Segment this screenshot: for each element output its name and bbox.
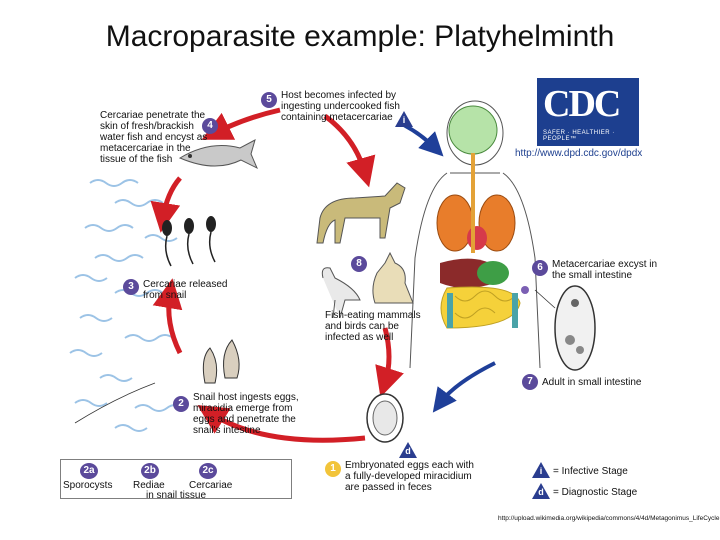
cdc-logo-text: CDC xyxy=(543,83,621,125)
stage-2b-label: Rediae xyxy=(133,480,165,491)
pointer-lines xyxy=(74,289,556,424)
legend-infective-letter: i xyxy=(539,466,543,476)
diagnostic-marker-icon: d xyxy=(399,442,417,458)
slide-title: Macroparasite example: Platyhelminth xyxy=(105,20,615,53)
step-3-text: Cercariae released from snail xyxy=(143,279,228,301)
life-cycle-diagram: CDC SAFER · HEALTHIER · PEOPLE™ http://w… xyxy=(55,78,675,508)
step-1-badge: 1 xyxy=(325,461,341,477)
step-8-badge: 8 xyxy=(351,256,367,272)
step-2-text: Snail host ingests eggs, miracidia emerg… xyxy=(193,392,299,436)
stage-2b-badge: 2b xyxy=(141,463,159,479)
cdc-url[interactable]: http://www.dpd.cdc.gov/dpdx xyxy=(515,148,643,159)
cdc-logo: CDC SAFER · HEALTHIER · PEOPLE™ xyxy=(537,78,639,146)
legend-infective-icon: i xyxy=(532,462,550,478)
infective-marker-letter: i xyxy=(402,115,406,125)
embryonated-egg-icon xyxy=(366,393,404,443)
snail-tissue-note: in snail tissue xyxy=(146,490,207,501)
legend-diagnostic-icon: d xyxy=(532,483,550,499)
infective-marker-icon: i xyxy=(395,111,413,127)
step-8-text: Fish-eating mammals and birds can be inf… xyxy=(325,310,421,343)
legend-infective-label: = Infective Stage xyxy=(553,466,628,477)
bird-icon xyxy=(321,267,361,319)
step-2-badge: 2 xyxy=(173,396,189,412)
stage-2c-label: Cercariae xyxy=(189,480,233,491)
stage-2a-badge: 2a xyxy=(80,463,98,479)
step-4-badge: 4 xyxy=(202,118,218,134)
step-7-badge: 7 xyxy=(522,374,538,390)
step-1-text: Embryonated eggs each with a fully-devel… xyxy=(345,460,474,493)
step-5-text: Host becomes infected by ingesting under… xyxy=(281,90,400,123)
legend-diagnostic-letter: d xyxy=(538,487,544,497)
water-waves xyxy=(69,179,184,432)
fish-icon xyxy=(178,139,258,170)
adult-worm-icon xyxy=(554,285,596,371)
cdc-tagline: SAFER · HEALTHIER · PEOPLE™ xyxy=(543,130,615,142)
life-cycle-graphics xyxy=(69,100,596,495)
stage-2c-badge: 2c xyxy=(199,463,217,479)
snail-icon xyxy=(202,339,240,384)
cercariae-icon xyxy=(162,216,216,267)
snail-stage-box: 2a Sporocysts 2b Rediae 2c Cercariae in … xyxy=(60,459,292,501)
step-6-badge: 6 xyxy=(532,260,548,276)
step-3-badge: 3 xyxy=(123,279,139,295)
legend-diagnostic-label: = Diagnostic Stage xyxy=(553,487,638,498)
source-url[interactable]: http://upload.wikimedia.org/wikipedia/co… xyxy=(498,515,720,522)
dog-icon xyxy=(316,182,406,244)
human-figure-icon xyxy=(409,100,541,369)
step-7-text: Adult in small intestine xyxy=(542,377,642,388)
step-4-text: Cercariae penetrate the skin of fresh/br… xyxy=(100,110,208,165)
step-5-badge: 5 xyxy=(261,92,277,108)
step-6-text: Metacercariae excyst in the small intest… xyxy=(552,259,658,281)
diagnostic-marker-letter: d xyxy=(405,446,411,456)
stage-2a-label: Sporocysts xyxy=(63,480,113,491)
cat-icon xyxy=(372,251,414,304)
cycle-arrows xyxy=(150,107,404,443)
